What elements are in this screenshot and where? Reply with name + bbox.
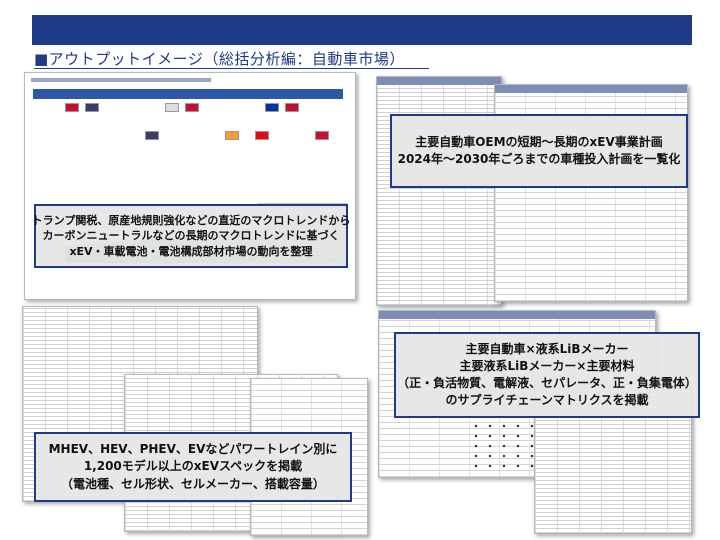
ev-specs-callout: MHEV、HEV、PHEV、EVなどパワートレイン別に 1,200モデル以上のx… <box>34 432 352 502</box>
oem-plan-sheet-back <box>376 76 502 306</box>
flag-icon <box>145 131 159 140</box>
flag-icon <box>285 103 299 112</box>
oem-plans-callout: 主要自動車OEMの短期～長期のxEV事業計画 2024年～2030年ごろまでの車… <box>390 114 688 188</box>
flag-icon <box>165 103 179 112</box>
callout-line: カーボンニュートラルなどの長期のマクロトレンドに基づく <box>42 229 340 243</box>
callout-line: トランプ関税、原産地規則強化などの直近のマクロトレンドから <box>31 213 351 227</box>
callout-line: 主要自動車×液系LiBメーカー <box>465 341 629 356</box>
flag-icon <box>255 131 269 140</box>
flag-icon <box>185 103 199 112</box>
callout-line: 主要液系LiBメーカー×主要材料 <box>459 358 635 373</box>
sheet-header <box>495 85 687 93</box>
flag-icon <box>85 103 99 112</box>
flag-icon <box>225 131 239 140</box>
callout-line: （正・負活物質、電解液、セパレータ、正・負集電体） <box>397 376 697 390</box>
slide-timeline-strip <box>33 89 343 99</box>
title-underline <box>34 68 429 69</box>
callout-line: 1,200モデル以上のxEVスペックを掲載 <box>83 459 303 474</box>
supply-chain-callout: 主要自動車×液系LiBメーカー 主要液系LiBメーカー×主要材料 （正・負活物質… <box>394 332 700 418</box>
callout-line: 主要自動車OEMの短期～長期のxEV事業計画 <box>415 134 663 149</box>
callout-line: （電池種、セル形状、セルメーカー、搭載容量） <box>61 476 325 491</box>
sheet-header <box>377 77 501 85</box>
macro-trends-callout: トランプ関税、原産地規則強化などの直近のマクロトレンドから カーボンニュートラル… <box>31 204 351 268</box>
page-title: ■アウトプットイメージ（総括分析編：自動車市場） <box>34 50 405 68</box>
flag-icon <box>65 103 79 112</box>
callout-line: 2024年～2030年ごろまでの車種投入計画を一覧化 <box>397 152 681 166</box>
sheet-header <box>379 311 655 319</box>
callout-line: xEV・車載電池・電池構成部材市場の動向を整理 <box>69 244 313 258</box>
header-banner <box>32 15 692 45</box>
slide-heading-bar <box>31 78 211 82</box>
callout-line: のサプライチェーンマトリクスを掲載 <box>445 393 649 408</box>
flag-icon <box>315 131 329 140</box>
flag-icon <box>265 103 279 112</box>
callout-line: MHEV、HEV、PHEV、EVなどパワートレイン別に <box>48 442 338 457</box>
